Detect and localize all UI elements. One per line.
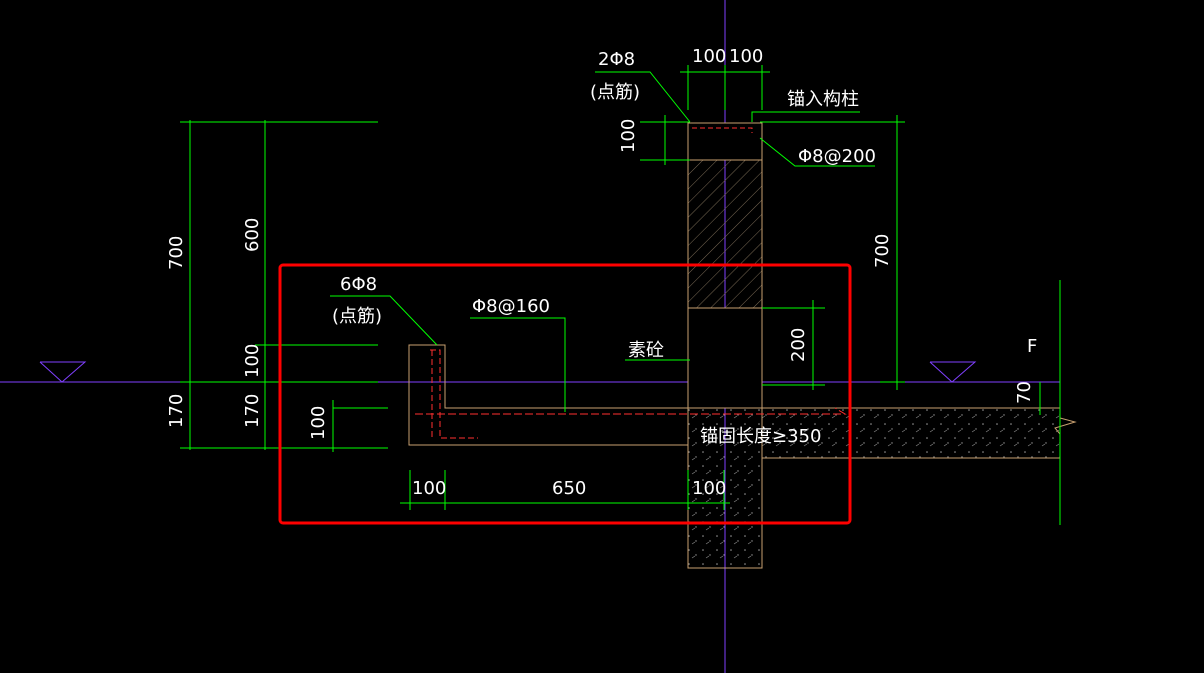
dim-inner-lower-left: 170 <box>242 394 263 428</box>
rebar-cap <box>692 127 753 133</box>
dim-right-inner: 200 <box>788 328 809 362</box>
dim-outer-lower-left: 170 <box>166 394 187 428</box>
label-top-rebar-note: (点筋) <box>590 82 640 103</box>
label-left-rebar-count: 6Φ8 <box>340 274 377 295</box>
dim-inner-mid-left: 100 <box>242 344 263 378</box>
dim-bottom-right: 100 <box>692 478 726 499</box>
rebar-stirrup-left <box>430 349 478 439</box>
label-top-rebar-count: 2Φ8 <box>598 49 635 70</box>
dim-outer-height-left: 700 <box>166 236 187 270</box>
floor-slab <box>761 407 1061 459</box>
dim-cap-height: 100 <box>618 119 639 153</box>
ground-marker-right <box>929 361 977 383</box>
dim-footing-thickness: 100 <box>308 406 329 440</box>
label-plain-concrete: 素砼 <box>628 340 664 361</box>
label-anchor-length: 锚固长度≥350 <box>700 426 821 447</box>
dim-top-left-width: 100 <box>692 46 726 67</box>
column-lower <box>687 407 763 569</box>
label-stirrup-top: Φ8@200 <box>798 146 876 167</box>
dim-right-slab: 70 <box>1014 381 1035 404</box>
highlight-region <box>278 263 852 525</box>
label-grid-f: F <box>1027 336 1037 357</box>
dim-right-height: 700 <box>872 234 893 268</box>
label-left-rebar-note: (点筋) <box>332 306 382 327</box>
rebar-main <box>415 407 847 415</box>
ground-marker-left <box>39 361 87 383</box>
column-cap <box>687 122 763 161</box>
dim-bottom-left: 100 <box>412 478 446 499</box>
dim-top-right-width: 100 <box>729 46 763 67</box>
column-plain-section <box>687 307 763 409</box>
label-anchor-column: 锚入构柱 <box>787 89 859 110</box>
dim-inner-height-left: 600 <box>242 218 263 252</box>
dim-bottom-mid: 650 <box>552 478 586 499</box>
label-stirrup-main: Φ8@160 <box>472 296 550 317</box>
l-footing-outline <box>408 344 689 446</box>
